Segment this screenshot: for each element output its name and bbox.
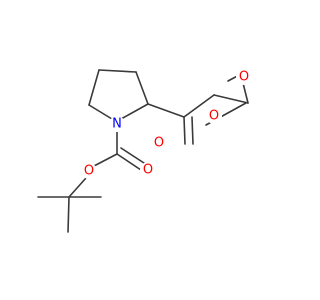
bond-c3-c4	[98, 69, 137, 73]
atom-o-ketone-bg	[151, 135, 167, 151]
molecule-structure-diagram: O O O N O O	[37, 69, 252, 233]
bond-n-c2	[120, 103, 149, 120]
bond-ketone-c-ch2	[183, 94, 215, 118]
bond-c2-c3	[135, 71, 149, 105]
bond-ketone-c-o	[183, 116, 186, 145]
bond-carbamate-c-o-ester	[93, 153, 118, 167]
atom-o-boc-carbonyl-bg	[140, 162, 156, 178]
bond-c5-n	[88, 104, 113, 120]
atom-n-pyrrolidine: N	[109, 116, 125, 132]
atom-o-ketone-label: O	[154, 136, 164, 151]
bond-c4-c5	[88, 69, 100, 106]
bond-c2-ketone-c	[147, 103, 185, 118]
atom-o-ester-carbonyl-label: O	[209, 109, 219, 124]
atom-n-pyrrolidine-label: N	[112, 117, 122, 132]
atom-o-boc-ester-label: O	[84, 164, 94, 179]
atom-o-ester-carbonyl: O	[206, 108, 222, 124]
atom-o-methoxy-label: O	[239, 70, 249, 85]
atom-labels: O O O N O O	[81, 69, 252, 179]
atom-o-boc-carbonyl: O	[140, 162, 156, 178]
bond-ch2-ester-c	[213, 94, 249, 104]
atom-o-ketone: O	[151, 135, 167, 151]
atom-o-boc-ester: O	[81, 163, 97, 179]
atom-o-boc-ester-bg	[81, 163, 97, 179]
atom-o-boc-carbonyl-label: O	[143, 163, 153, 178]
bond-tbu-methyl-1	[67, 196, 70, 233]
bond-ketone-c-o-double	[191, 116, 194, 145]
bond-carbamate-c-o-double-second	[120, 147, 145, 164]
bonds	[37, 69, 249, 233]
atom-n-pyrrolidine-bg	[109, 116, 125, 132]
bond-o-tbu-c	[68, 177, 87, 198]
atom-o-methoxy-bg	[236, 69, 252, 85]
atom-o-ester-carbonyl-bg	[206, 108, 222, 124]
atom-o-methoxy: O	[236, 69, 252, 85]
bond-carbamate-c-o-double	[116, 153, 142, 171]
bond-ester-c-o-methoxy	[242, 82, 249, 104]
